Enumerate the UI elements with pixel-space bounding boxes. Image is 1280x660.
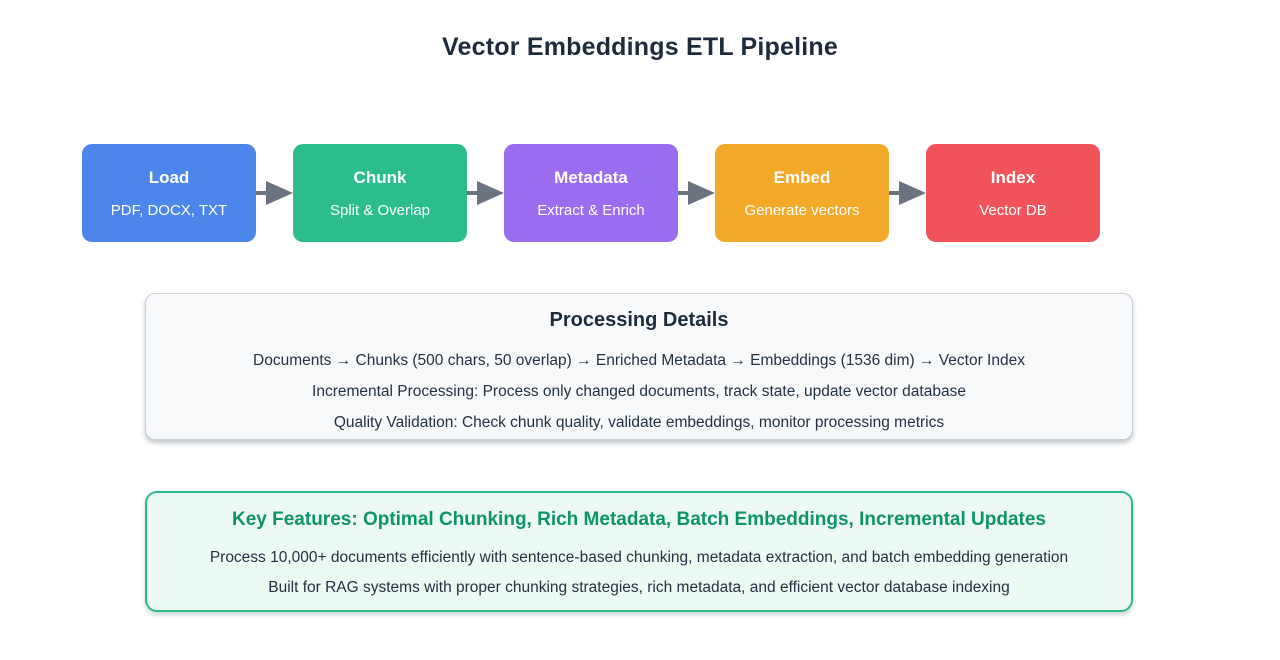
- flow-arrow-icon: [889, 181, 926, 205]
- stage-embed-label: Embed: [773, 167, 831, 187]
- stage-embed: Embed Generate vectors: [715, 144, 889, 242]
- stage-embed-sublabel: Generate vectors: [744, 201, 860, 219]
- flow-arrow-icon: [678, 181, 715, 205]
- stage-load-sublabel: PDF, DOCX, TXT: [110, 201, 228, 219]
- processing-detail-line-incremental: Incremental Processing: Process only cha…: [312, 383, 966, 400]
- key-features-title: Key Features: Optimal Chunking, Rich Met…: [232, 509, 1046, 530]
- key-features-panel: Key Features: Optimal Chunking, Rich Met…: [145, 491, 1133, 612]
- stage-index-label: Index: [990, 167, 1036, 187]
- stage-metadata-sublabel: Extract & Enrich: [537, 201, 645, 219]
- flow-arrow-icon: [467, 181, 504, 205]
- stage-metadata-label: Metadata: [554, 167, 628, 187]
- stage-metadata: Metadata Extract & Enrich: [504, 144, 678, 242]
- stage-chunk: Chunk Split & Overlap: [293, 144, 467, 242]
- processing-details-panel: Processing Details Documents → Chunks (5…: [145, 293, 1133, 440]
- pipeline-flow: Load PDF, DOCX, TXT Chunk Split & Overla…: [82, 144, 1100, 242]
- stage-index: Index Vector DB: [926, 144, 1100, 242]
- stage-chunk-sublabel: Split & Overlap: [329, 201, 431, 219]
- stage-load: Load PDF, DOCX, TXT: [82, 144, 256, 242]
- stage-index-sublabel: Vector DB: [979, 201, 1047, 219]
- processing-detail-line-quality: Quality Validation: Check chunk quality,…: [333, 414, 945, 431]
- flow-arrow-icon: [256, 181, 293, 205]
- key-features-line-rag: Built for RAG systems with proper chunki…: [268, 579, 1010, 596]
- processing-detail-line-flow: Documents → Chunks (500 chars, 50 overla…: [253, 352, 1025, 369]
- processing-details-title: Processing Details: [549, 309, 729, 331]
- stage-load-label: Load: [148, 167, 190, 187]
- key-features-line-scale: Process 10,000+ documents efficiently wi…: [209, 549, 1069, 566]
- diagram-title: Vector Embeddings ETL Pipeline: [442, 33, 838, 61]
- stage-chunk-label: Chunk: [353, 167, 407, 187]
